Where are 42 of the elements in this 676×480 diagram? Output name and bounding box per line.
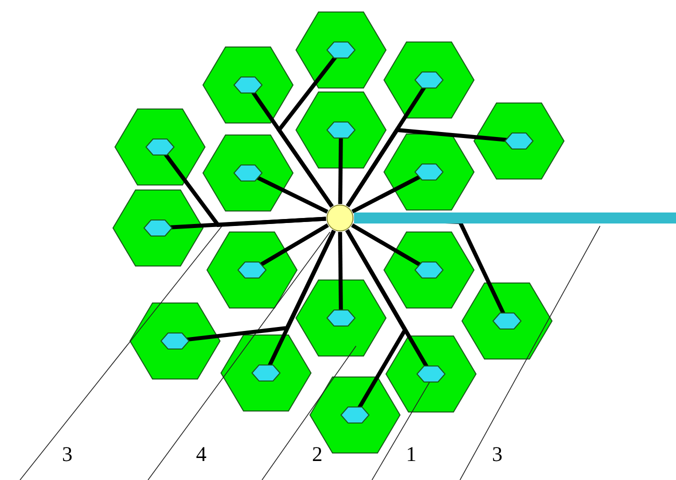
site-marker — [415, 262, 443, 278]
site-marker — [146, 139, 174, 155]
cell-hexagon — [130, 303, 220, 379]
cell-hexagon — [207, 232, 297, 308]
cell-hexagon — [221, 335, 311, 411]
cable-line — [338, 136, 343, 204]
site-marker — [327, 42, 355, 58]
site-marker — [234, 165, 262, 181]
cell-hexagon — [384, 42, 474, 118]
cell-hexagon — [296, 92, 386, 168]
site-marker — [327, 122, 355, 138]
sector-number: 3 — [492, 444, 502, 465]
cell-hexagon — [113, 190, 203, 266]
cell-hexagon — [296, 280, 386, 356]
site-marker — [505, 133, 533, 149]
site-marker — [234, 77, 262, 93]
site-marker — [161, 333, 189, 349]
site-marker — [415, 72, 443, 88]
cell-hexagon — [384, 134, 474, 210]
site-marker — [238, 262, 266, 278]
sector-number: 4 — [196, 444, 206, 465]
cell-hexagon — [296, 12, 386, 88]
site-marker — [493, 313, 521, 329]
site-marker — [144, 220, 172, 236]
cell-hexagon — [115, 109, 205, 185]
site-marker — [415, 164, 443, 180]
site-marker — [327, 310, 355, 326]
site-marker — [252, 365, 280, 381]
cell-hexagon — [462, 283, 552, 359]
sector-number: 3 — [62, 444, 72, 465]
sector-number: 1 — [406, 444, 416, 465]
cell-hexagon — [474, 103, 564, 179]
site-marker — [417, 366, 445, 382]
cell-hexagon — [203, 135, 293, 211]
trunk-cable — [354, 212, 676, 224]
site-marker — [341, 407, 369, 423]
cell-hexagon — [384, 232, 474, 308]
cell-hexagon — [203, 47, 293, 123]
sector-number: 2 — [312, 444, 322, 465]
cable-line — [338, 232, 343, 312]
hub-circle — [326, 204, 354, 232]
cell-hexagon — [386, 336, 476, 412]
